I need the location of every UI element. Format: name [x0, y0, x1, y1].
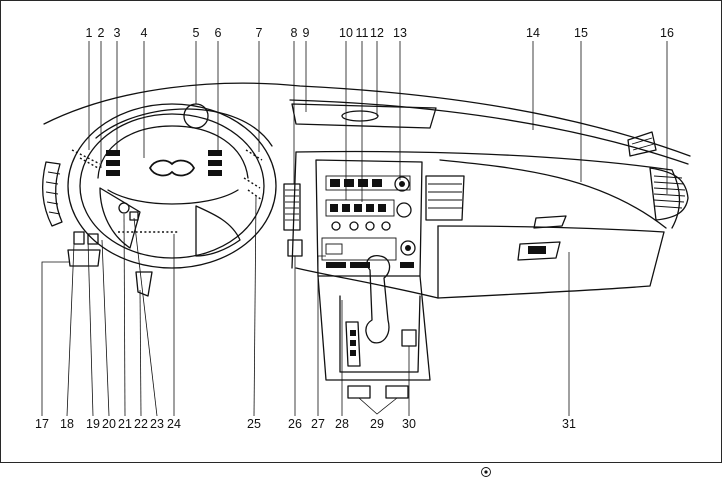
callouts-top: 1 2 3 4 5 6 7 8 9 10 11 12 13 14 15 16: [86, 26, 674, 40]
callout-19: 19: [86, 417, 100, 431]
callout-10: 10: [339, 26, 353, 40]
callout-31: 31: [562, 417, 576, 431]
ignition-switch: [118, 202, 130, 214]
callout-5: 5: [193, 26, 200, 40]
center-vents: [283, 175, 465, 231]
callout-27: 27: [311, 417, 325, 431]
glove-box-details: [517, 215, 567, 261]
callout-14: 14: [526, 26, 540, 40]
infiniti-logo-icon: [148, 159, 196, 177]
callout-12: 12: [370, 26, 384, 40]
left-vent: [42, 161, 63, 227]
callout-2: 2: [98, 26, 105, 40]
callout-28: 28: [335, 417, 349, 431]
callout-25: 25: [247, 417, 261, 431]
callout-3: 3: [114, 26, 121, 40]
callout-26: 26: [288, 417, 302, 431]
figure-border: [0, 0, 722, 463]
console-button: [401, 329, 417, 347]
seat-heater-right: [385, 385, 409, 399]
callout-6: 6: [215, 26, 222, 40]
leaders-bottom: [41, 195, 570, 417]
sensor-ellipse: [341, 110, 379, 122]
callout-22: 22: [134, 417, 148, 431]
callout-23: 23: [150, 417, 164, 431]
center-console: [317, 254, 431, 399]
shift-lever: [365, 254, 391, 344]
callout-4: 4: [141, 26, 148, 40]
callout-15: 15: [574, 26, 588, 40]
callout-11: 11: [356, 26, 369, 40]
callouts-bottom: 17 18 19 20 21 22 23 24 25 26 27 28 29 3…: [35, 417, 576, 431]
callout-20: 20: [102, 417, 116, 431]
right-side-vent: [627, 131, 689, 221]
windshield-defroster: [291, 103, 437, 129]
callout-18: 18: [60, 417, 74, 431]
hazard-switch: [287, 239, 303, 257]
callout-13: 13: [393, 26, 407, 40]
callout-7: 7: [256, 26, 263, 40]
callout-16: 16: [660, 26, 674, 40]
hood-release: [135, 271, 153, 297]
callout-1: 1: [86, 26, 93, 40]
callout-9: 9: [303, 26, 310, 40]
registered-mark-icon: [481, 467, 491, 477]
callout-8: 8: [291, 26, 298, 40]
callout-17: 17: [35, 417, 49, 431]
callout-21: 21: [118, 417, 132, 431]
steering-wheel: [67, 103, 277, 269]
leaders-top: [88, 41, 668, 202]
callout-30: 30: [402, 417, 416, 431]
callout-24: 24: [167, 417, 181, 431]
lower-left-controls: [67, 231, 153, 297]
stalk-indicators: [71, 149, 263, 233]
seat-heater-left: [347, 385, 371, 399]
callout-29: 29: [370, 417, 384, 431]
